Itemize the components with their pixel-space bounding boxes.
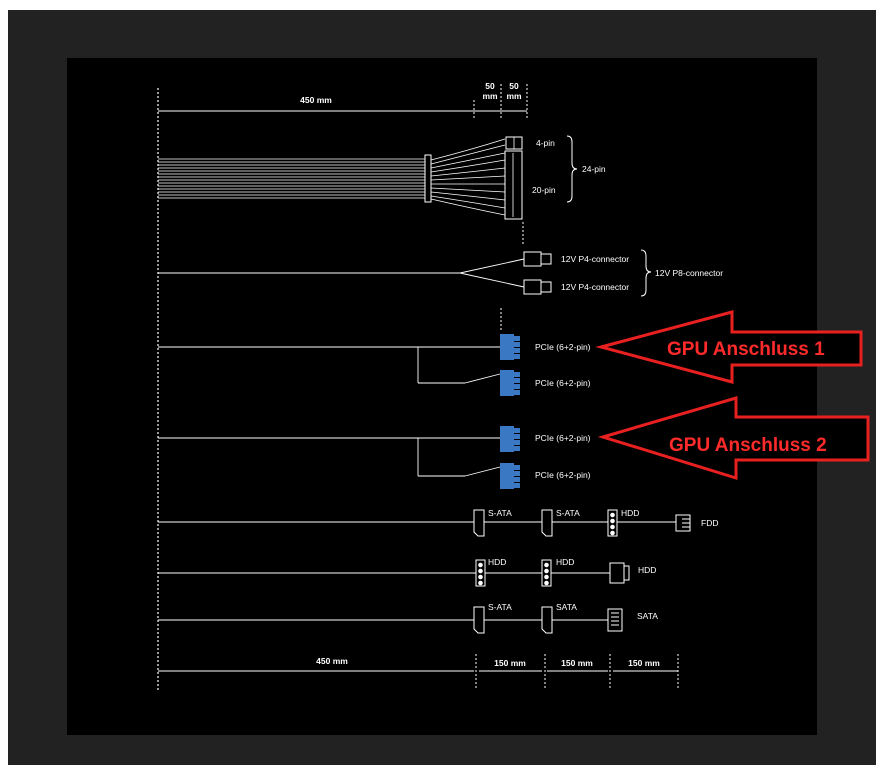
pcie-cable-1 [158, 346, 501, 384]
bottom-dimension-main: 450 mm [316, 656, 348, 666]
atx-20pin-connector [504, 150, 523, 220]
molex-connector-r2-3 [609, 562, 630, 584]
cpu-p4-label-a: 12V P4-connector [561, 254, 629, 264]
pcie-connector-2 [500, 370, 520, 396]
sata-connector-r1-1 [473, 509, 485, 537]
cpu-brace [640, 249, 652, 297]
pcie-cable-2 [158, 437, 501, 477]
top-dimension-seg1-unit: mm [482, 91, 498, 101]
pcie-connector-1 [500, 334, 520, 360]
sata-connector-r3-3 [607, 608, 623, 632]
bottom-dimension-seg2: 150 mm [561, 658, 593, 668]
pcie-connector-4 [500, 463, 520, 489]
top-dimension-seg1: 50 [485, 81, 495, 91]
pcie-label-4: PCIe (6+2-pin) [535, 470, 591, 480]
r2-label-2: HDD [556, 557, 574, 567]
r3-label-2: SATA [556, 602, 577, 612]
r3-label-1: S-ATA [488, 602, 512, 612]
diagram-panel [67, 58, 817, 735]
gpu-annotation-1: GPU Anschluss 1 [667, 339, 825, 360]
r2-label-3: HDD [638, 565, 656, 575]
top-dimension [158, 84, 528, 118]
atx-24pin-label: 24-pin [582, 164, 606, 174]
molex-connector-r2-1 [475, 559, 486, 587]
molex-connector-r2-2 [541, 559, 552, 587]
pcie-label-2: PCIe (6+2-pin) [535, 378, 591, 388]
r2-label-1: HDD [488, 557, 506, 567]
gpu-arrow-1 [595, 310, 863, 384]
atx-brace [566, 135, 578, 203]
pcie-label-1: PCIe (6+2-pin) [535, 342, 591, 352]
cpu-p4-connector-a [523, 251, 552, 267]
r1-label-3: HDD [621, 508, 639, 518]
r1-label-4: FDD [701, 518, 718, 528]
molex-connector-r1 [607, 509, 618, 537]
cpu-p4-connector-b [523, 279, 552, 295]
fdd-connector [675, 514, 691, 532]
cpu-cable [158, 258, 525, 288]
bottom-dimension [158, 654, 679, 690]
sata-connector-r3-2 [541, 606, 553, 634]
r1-label-2: S-ATA [556, 508, 580, 518]
cpu-p8-label: 12V P8-connector [655, 268, 723, 278]
gpu-annotation-2: GPU Anschluss 2 [669, 435, 827, 456]
atx-cable-clamp [424, 154, 432, 203]
atx-cable-bundle [158, 138, 506, 216]
pcie-connector-3 [500, 426, 520, 452]
r3-label-3: SATA [637, 611, 658, 621]
top-dimension-main: 450 mm [300, 95, 332, 105]
top-dimension-seg2: 50 [509, 81, 519, 91]
cpu-p4-label-b: 12V P4-connector [561, 282, 629, 292]
atx-4pin-label: 4-pin [536, 138, 555, 148]
r1-label-1: S-ATA [488, 508, 512, 518]
sata-connector-r3-1 [473, 606, 485, 634]
top-dimension-seg2-unit: mm [506, 91, 522, 101]
sata-connector-r1-2 [541, 509, 553, 537]
bottom-dimension-seg1: 150 mm [494, 658, 526, 668]
atx-20pin-label: 20-pin [532, 185, 556, 195]
pcie-label-3: PCIe (6+2-pin) [535, 433, 591, 443]
bottom-dimension-seg3: 150 mm [628, 658, 660, 668]
gpu-arrow-2 [597, 395, 870, 481]
